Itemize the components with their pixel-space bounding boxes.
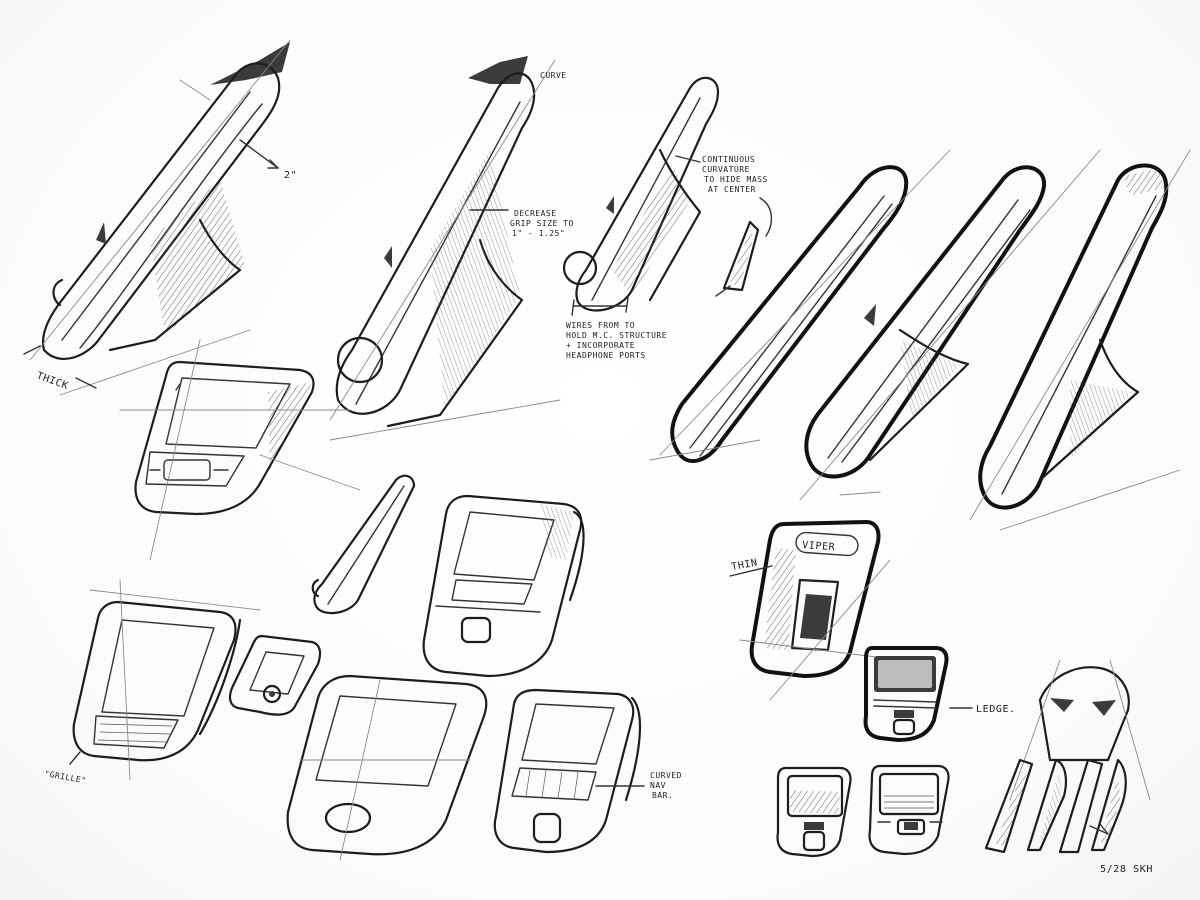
annotation-wires-line3: + INCORPORATE xyxy=(566,341,635,350)
handle-sketch-5 xyxy=(799,149,1101,501)
handle-sketch-4 xyxy=(649,149,951,463)
annotation-wires-line1: WIRES FROM TO xyxy=(566,321,635,330)
device-sketch-center-bottom xyxy=(286,674,488,861)
handle-sketch-6 xyxy=(969,149,1191,531)
annotation-two-inch: 2" xyxy=(284,170,297,181)
handle-sketch-small xyxy=(311,474,416,615)
annotation-wires-line2: HOLD M.C. STRUCTURE xyxy=(566,331,667,340)
device-sketch-fins xyxy=(984,659,1151,854)
handle-sketch-2: CURVE DECREASE GRIP SIZE TO 1" - 1.25" xyxy=(329,56,574,441)
annotation-ledge: LEDGE. xyxy=(976,704,1016,715)
annotation-continuous-line2: CURVATURE xyxy=(702,165,750,174)
annotation-curve: CURVE xyxy=(540,71,567,80)
device-sketch-logo: VIPER THIN xyxy=(729,520,901,701)
device-sketch-speaker xyxy=(119,339,361,561)
device-sketch-small-2 xyxy=(868,764,950,856)
device-sketch-curved-nav: CURVED NAV BAR. xyxy=(493,688,682,854)
annotation-curved-nav-line1: CURVED xyxy=(650,771,682,780)
device-logo-text: VIPER xyxy=(802,540,836,553)
annotation-thin: THIN xyxy=(731,558,759,573)
handle-sketch-1: THICK 2" xyxy=(23,39,297,396)
annotation-continuous-line4: AT CENTER xyxy=(708,185,756,194)
artist-signature: 5/28 SKH xyxy=(1100,864,1153,875)
device-sketch-small-1 xyxy=(776,766,852,858)
annotation-decrease-line2: GRIP SIZE TO xyxy=(510,219,574,228)
annotation-wires-line4: HEADPHONE PORTS xyxy=(566,351,646,360)
device-sketch-ledge: LEDGE. xyxy=(863,646,1016,742)
annotation-continuous-line3: TO HIDE MASS xyxy=(704,175,768,184)
device-sketch-grille: "GRILLE" xyxy=(44,579,261,785)
annotation-curved-nav-line3: BAR. xyxy=(652,791,673,800)
annotation-grille: "GRILLE" xyxy=(44,769,87,785)
annotation-decrease-line1: DECREASE xyxy=(514,209,557,218)
annotation-thick: THICK xyxy=(35,370,70,392)
annotation-curved-nav-line2: NAV xyxy=(650,781,666,790)
annotation-decrease-line3: 1" - 1.25" xyxy=(512,229,565,238)
handle-sketch-3: CONTINUOUS CURVATURE TO HIDE MASS AT CEN… xyxy=(562,76,773,360)
device-sketch-earpiece xyxy=(228,634,322,716)
device-sketch-center-top xyxy=(422,494,585,678)
annotation-continuous-line1: CONTINUOUS xyxy=(702,155,755,164)
